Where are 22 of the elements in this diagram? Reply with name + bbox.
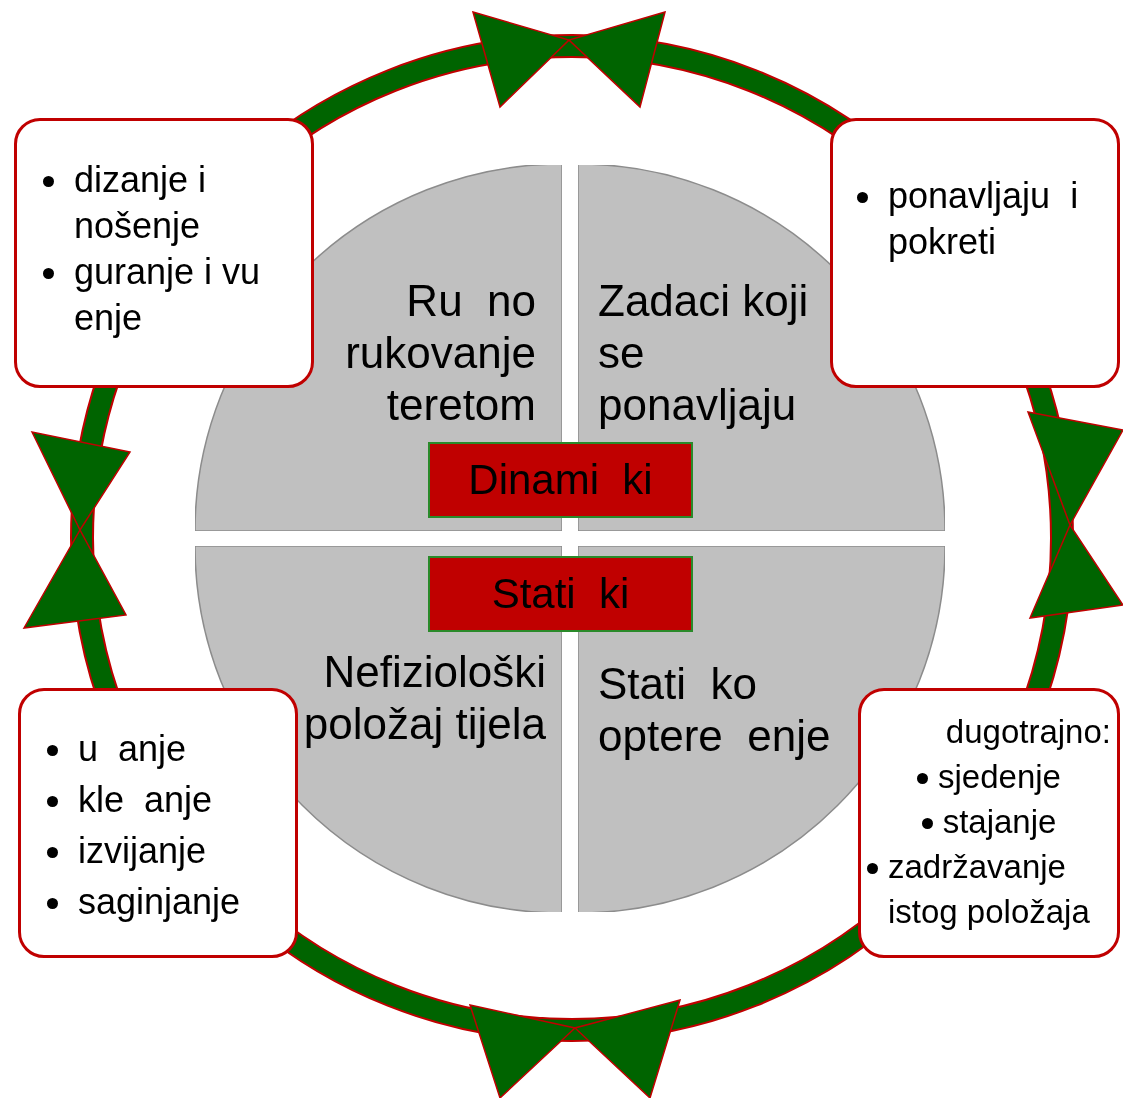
list-text: u anje bbox=[78, 727, 188, 771]
text-box bbox=[14, 118, 314, 388]
quadrant-label: Zadaci koji se ponavljaju bbox=[598, 275, 810, 431]
list-text: zadržavanje istog položaja bbox=[888, 847, 1091, 932]
category-banner bbox=[428, 556, 693, 632]
list-text: ponavljaju i pokreti bbox=[888, 174, 1080, 264]
list-text: izvijanje bbox=[78, 829, 208, 873]
banner-label: Dinami ki bbox=[468, 456, 653, 504]
text-box bbox=[18, 688, 298, 958]
list-text: sjedenje bbox=[938, 757, 1061, 797]
quadrant-label: Ru no rukovanje teretom bbox=[344, 275, 536, 431]
banner-label: Stati ki bbox=[491, 570, 630, 618]
list-text: kle anje bbox=[78, 778, 214, 822]
list-text: stajanje bbox=[942, 802, 1057, 842]
heading-text: dugotrajno: bbox=[944, 712, 1111, 752]
category-banner bbox=[428, 442, 693, 518]
text-box bbox=[830, 118, 1120, 388]
quadrant-label: Nefiziološki položaj tijela bbox=[302, 646, 546, 750]
list-text: guranje i vu enje bbox=[74, 250, 262, 340]
quadrant-label: Stati ko optere enje bbox=[598, 658, 832, 762]
list-text: saginjanje bbox=[78, 880, 242, 924]
text-box bbox=[858, 688, 1120, 958]
